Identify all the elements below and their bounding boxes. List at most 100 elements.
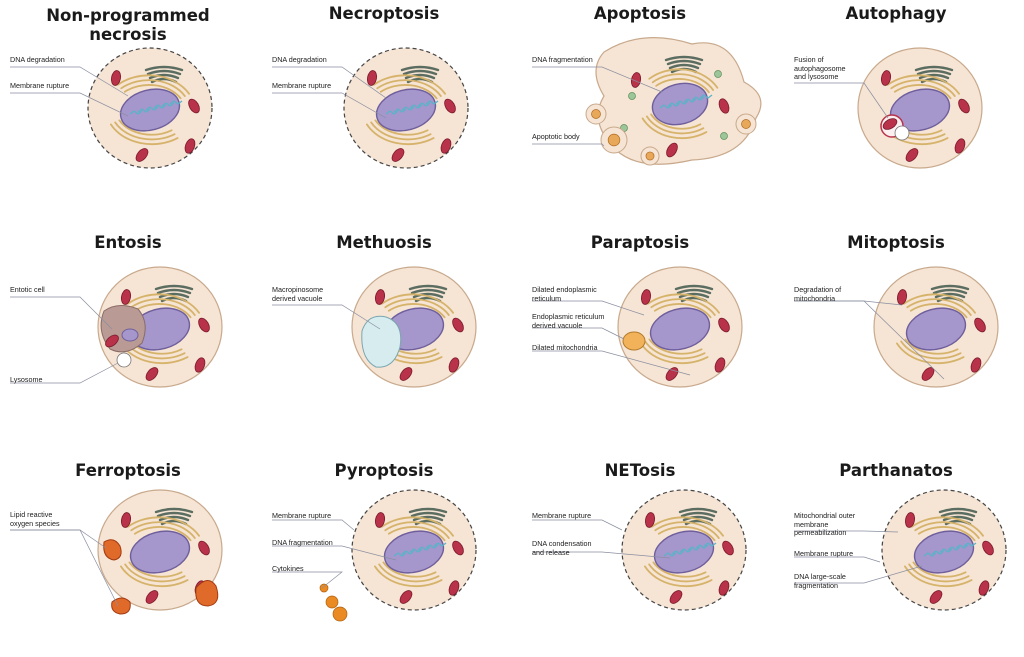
er-membrane [374, 119, 429, 136]
golgi-cisterna [404, 73, 436, 80]
er-membrane [904, 565, 973, 588]
er-membrane [900, 340, 962, 360]
er-membrane [128, 561, 183, 578]
golgi-cisterna [664, 55, 704, 62]
mitochondrion [391, 148, 405, 162]
golgi-cisterna [682, 515, 714, 522]
label-dilated-mitochondria: Dilated mitochondria [532, 343, 598, 352]
apoptosis-cell-illustration [532, 37, 762, 166]
er-membrane [909, 303, 968, 319]
er-membrane [650, 113, 702, 130]
er-membrane [123, 84, 182, 100]
panel-title: Apoptosis [593, 4, 687, 23]
leader-line [532, 551, 671, 559]
golgi-cisterna [144, 65, 184, 72]
er-membrane [644, 565, 713, 588]
panel-title: Paraptosis [590, 233, 690, 252]
label-membrane-rupture: Membrane rupture [532, 511, 592, 520]
mitochondrion [718, 317, 730, 333]
label-mitochondria-degradation: Degradation of mitochondria [794, 285, 842, 303]
label-lysosome: Lysosome [10, 375, 43, 384]
dna-fragment [129, 110, 143, 115]
er-membrane [648, 338, 703, 355]
golgi-cisterna [674, 284, 714, 291]
panel-necroptosis: Necroptosis DNA degradation Membrane rup… [256, 0, 512, 219]
pyroptosis-cell-illustration [272, 489, 477, 622]
mitochondrion [399, 590, 413, 604]
er-membrane [133, 303, 192, 319]
er-membrane [904, 338, 959, 355]
dna-fragment [675, 100, 689, 105]
golgi-cisterna [156, 288, 192, 295]
panel-paraptosis: Paraptosis Dilated endoplasmic reticulum… [512, 219, 768, 438]
entosis-cell-illustration [10, 266, 223, 388]
panel-title: Necroptosis [328, 4, 440, 23]
label-dna-degradation: DNA degradation [10, 55, 65, 64]
er-membrane [133, 526, 192, 542]
dna-fragment [417, 546, 431, 551]
er-membrane [908, 563, 970, 583]
mitochondrion [184, 138, 196, 154]
leader-line [10, 66, 129, 97]
mitochondrion [904, 512, 916, 528]
dna-fragment [659, 104, 673, 109]
er-membrane [378, 563, 440, 583]
golgi-cisterna [410, 288, 446, 295]
panel-non-programmed-necrosis: Non-programmed necrosis DNA degradation … [0, 0, 256, 219]
golgi-cisterna [942, 515, 974, 522]
leader-line [10, 362, 119, 384]
dna-fragment [425, 100, 439, 105]
dna-fragment [409, 548, 423, 553]
dna-fragment [963, 542, 977, 547]
apoptotic-body-content [591, 109, 601, 119]
er-membrane [886, 74, 960, 95]
er-membrane [646, 293, 720, 314]
panel-netosis: NETosis Membrane rupture DNA condensatio… [512, 438, 768, 657]
mitochondrion [880, 70, 892, 86]
golgi-cisterna [680, 511, 716, 518]
nucleus [375, 88, 437, 132]
er-membrane [890, 79, 956, 97]
mitochondrion [120, 512, 132, 528]
label-membrane-rupture: Membrane rupture [272, 511, 332, 520]
macropinosome-vacuole [361, 315, 402, 368]
golgi-cisterna [676, 288, 712, 295]
er-membrane [387, 303, 446, 319]
golgi-cisterna [410, 511, 446, 518]
golgi-cisterna [938, 507, 978, 514]
er-membrane [380, 516, 454, 537]
er-membrane [379, 84, 438, 100]
lysosome [116, 352, 132, 368]
er-membrane [387, 526, 446, 542]
panel-autophagy: Autophagy Fusion of autophagosome and ly… [768, 0, 1024, 219]
golgi-cisterna [930, 284, 970, 291]
mitoptosis-cell-illustration [794, 266, 999, 388]
mitochondrion [896, 289, 908, 305]
leader-line [272, 304, 381, 330]
er-membrane [648, 563, 710, 583]
er-membrane [384, 521, 450, 539]
leader-line [794, 530, 899, 533]
mitochondrion [198, 540, 210, 556]
er-membrane [641, 117, 708, 140]
dna-fragment [679, 548, 693, 553]
er-membrane [655, 78, 710, 94]
golgi-cisterna [400, 65, 440, 72]
er-membrane [653, 303, 712, 319]
mitochondrion [198, 317, 210, 333]
mitochondrion [718, 98, 730, 114]
panel-title: Non-programmed necrosis [46, 6, 210, 44]
panel-title: Methuosis [336, 233, 432, 252]
golgi-cisterna [412, 292, 444, 299]
label-macropinosome-vacuole: Macropinosome derived vacuole [272, 285, 324, 303]
nucleus [129, 530, 191, 574]
er-membrane [644, 340, 706, 360]
golgi-cisterna [932, 288, 968, 295]
dna-fragment [671, 550, 685, 555]
mitochondrion [110, 70, 122, 86]
leader-line [10, 529, 107, 549]
nucleus [913, 530, 975, 574]
dna-fragment [955, 544, 969, 549]
er-membrane [912, 561, 967, 578]
golgi-cisterna [940, 511, 976, 518]
